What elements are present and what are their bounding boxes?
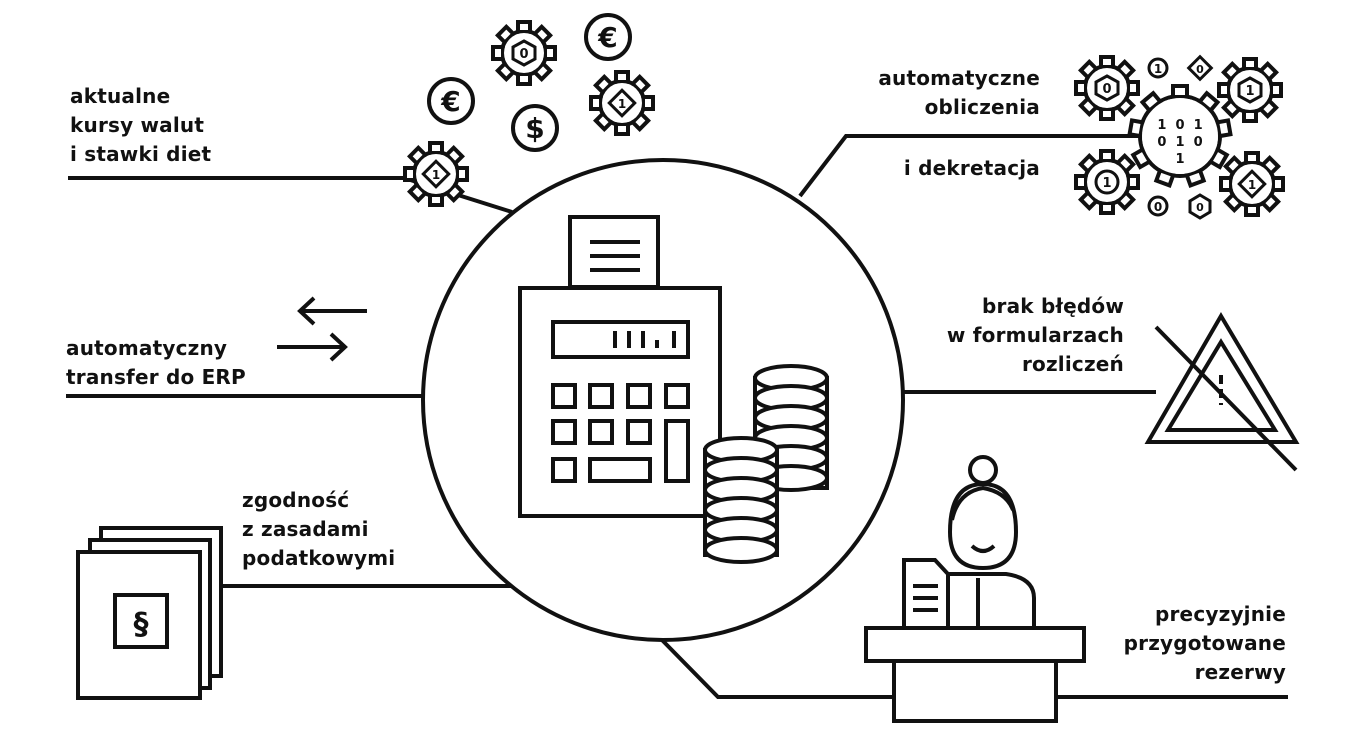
svg-text:1: 1 [1175,152,1184,167]
label-line: w formularzach [946,323,1124,347]
accountant-icon [864,455,1086,723]
dollar-coin-icon: $ [511,104,559,152]
gear-icon: 1 [589,70,655,136]
label-line: obliczenia [924,95,1040,119]
euro-coin-icon: € [584,13,632,61]
svg-text:1: 1 [1245,84,1254,99]
svg-text:€: € [597,21,617,54]
gear-icon: 0 [1074,55,1140,121]
binary-token-icon: 0 [1186,54,1214,82]
label-rates: aktualne kursy walut i stawki diet [70,82,211,169]
svg-text:0: 0 [519,47,528,62]
svg-text:1: 1 [1154,62,1162,76]
label-line: rezerwy [1194,660,1286,684]
gear-icon: 1 [1217,57,1283,123]
label-line: z zasadami [242,517,369,541]
label-line: precyzyjnie [1154,602,1286,626]
label-line: transfer do ERP [66,365,246,389]
line-reserves [660,638,1288,699]
svg-text:1: 1 [432,168,440,182]
binary-token-icon: 1 [1147,57,1169,79]
svg-text:0: 0 [1196,201,1204,214]
gear-icon: 1 [1074,149,1140,215]
gear-icon: 1 [1219,151,1285,217]
calculator-icon [518,215,722,518]
label-line: automatyczny [66,336,228,360]
svg-text:0: 0 [1154,200,1162,214]
label-line: aktualne [70,84,171,108]
coin-stack-front-icon [703,436,779,564]
gear-icon: 1 [403,141,469,207]
binary-gear-icon: 1 0 1 0 1 0 1 [1127,84,1233,188]
label-line: podatkowymi [242,546,396,570]
label-line: brak błędów [982,294,1124,318]
calculator-display [551,320,690,359]
svg-text:0: 0 [1196,63,1204,76]
svg-text:1: 1 [618,97,626,111]
connector-lines [66,134,1288,699]
label-line: zgodność [242,488,350,512]
desk [864,626,1086,663]
euro-coin-icon: € [427,77,475,125]
warning-crossed-icon [1144,312,1300,472]
transfer-arrows-icon [277,296,367,362]
label-line: i stawki diet [70,142,212,166]
label-reserves: precyzyjnie przygotowane rezerwy [1124,600,1286,687]
label-line: rozliczeń [1021,352,1124,376]
receipt-paper [568,215,660,289]
binary-token-icon: 0 [1147,195,1169,217]
svg-text:1: 1 [1248,178,1256,192]
line-calc [798,134,1146,198]
svg-text:1: 1 [1102,176,1111,191]
label-tax: zgodność z zasadami podatkowymi [242,486,395,573]
label-line: kursy walut [70,113,205,137]
label-calc: automatyczne obliczenia [878,64,1040,122]
svg-text:€: € [440,85,460,118]
svg-text:0: 0 [1102,82,1111,97]
binary-token-icon: 0 [1188,193,1212,220]
label-line: i dekretacja [903,156,1040,180]
svg-text:0 1 0: 0 1 0 [1157,135,1202,150]
gear-icon: 0 [491,20,557,86]
label-posting: i dekretacja [904,154,1040,183]
svg-text:$: $ [525,112,544,145]
label-transfer: automatyczny transfer do ERP [66,334,246,392]
label-line: automatyczne [878,66,1040,90]
paragraph-sign: § [134,607,149,642]
law-books-icon [76,526,223,700]
label-line: przygotowane [1123,631,1286,655]
svg-text:1 0 1: 1 0 1 [1157,118,1202,133]
label-errors: brak błędów w formularzach rozliczeń [947,292,1124,379]
